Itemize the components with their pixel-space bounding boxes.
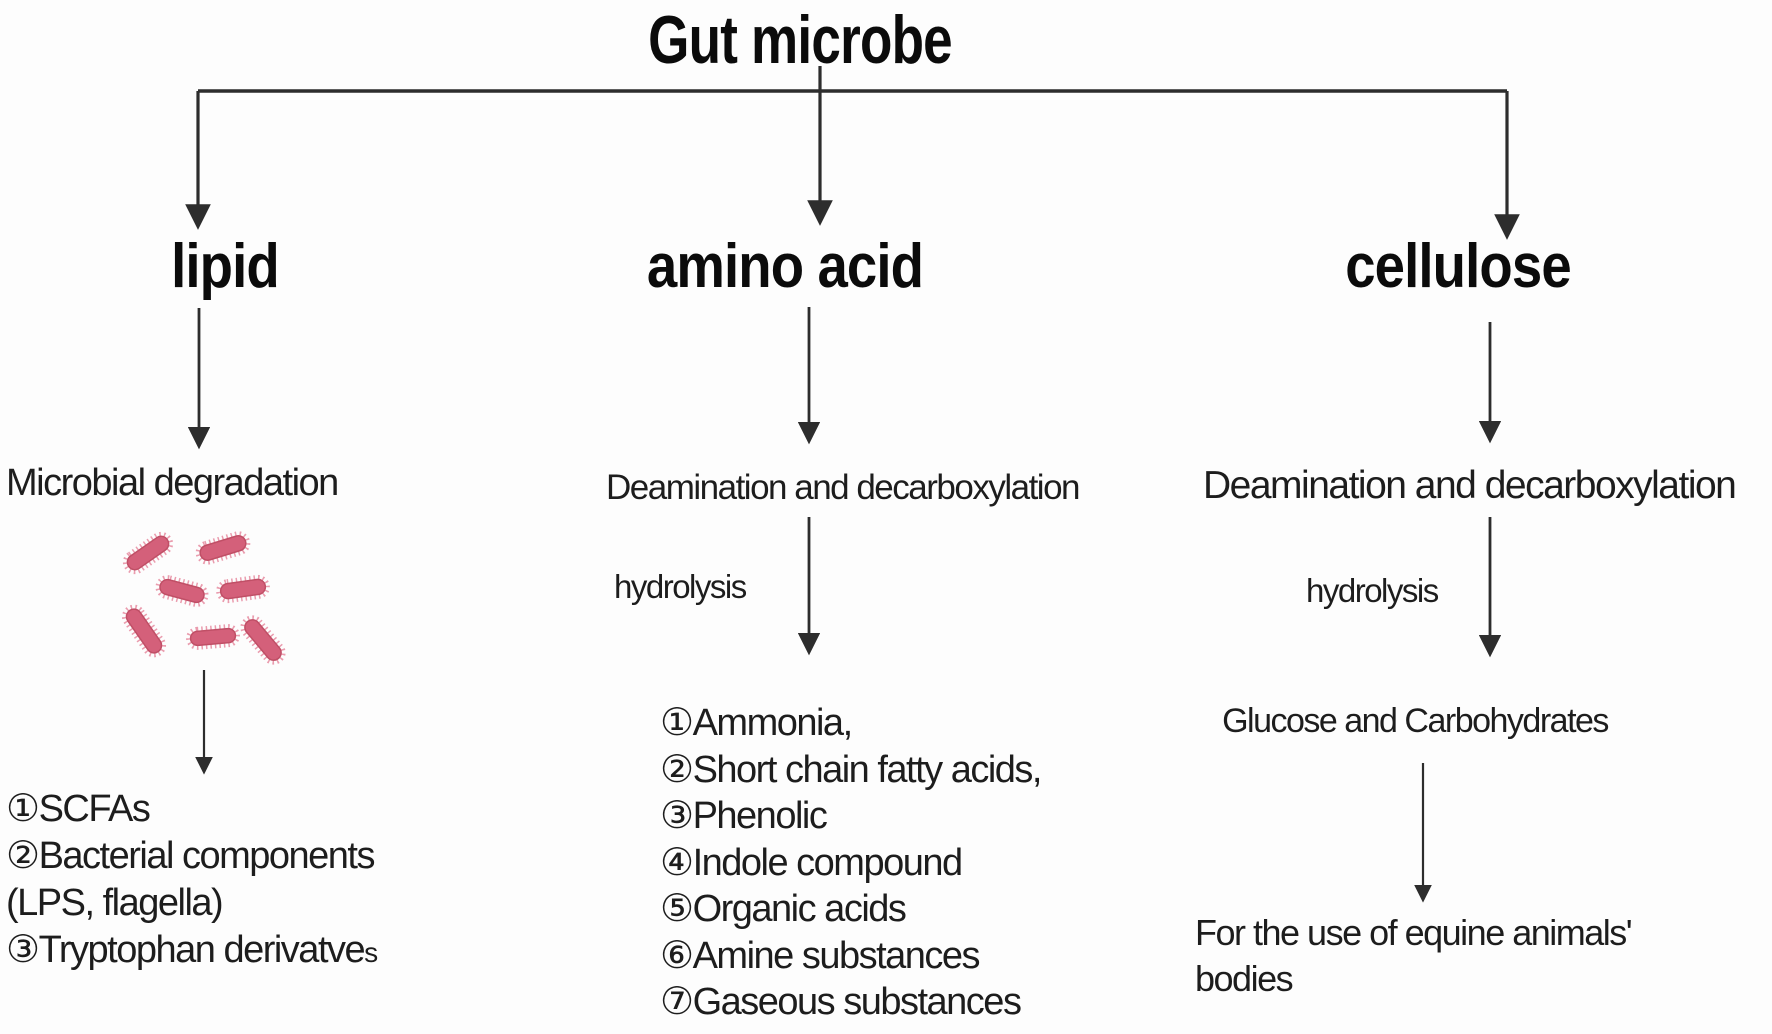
branch-label-cellulose: cellulose [1345,232,1571,301]
cellulose-intermediate-label: Glucose and Carbohydrates [1222,702,1609,740]
lipid-process-label: Microbial degradation [6,462,339,504]
cellulose-process-label: Deamination and decarboxylation [1203,464,1737,507]
amino-product-2: ②Short chain fatty acids, [660,748,1042,791]
cellulose-outcome-line1: For the use of equine animals' [1195,912,1633,953]
amino-product-6: ⑥Amine substances [660,934,981,977]
amino-hydrolysis-label: hydrolysis [614,568,747,605]
bacteria-cluster-illustration [121,531,286,665]
cellulose-outcome-label: For the use of equine animals' bodies [1195,910,1633,1002]
lipid-products-list: ①SCFAs ②Bacterial components (LPS, flage… [6,786,378,976]
lipid-product-1: ①SCFAs [6,788,151,830]
amino-products-list: ①Ammonia, ②Short chain fatty acids, ③Phe… [660,700,1042,1026]
amino-product-1: ①Ammonia, [660,702,853,744]
cellulose-hydrolysis-label: hydrolysis [1306,572,1439,609]
amino-product-4: ④Indole compound [660,841,963,884]
bacterium-rod [121,531,286,665]
amino-product-7: ⑦Gaseous substances [660,981,1022,1023]
cellulose-outcome-line2: bodies [1195,958,1294,999]
amino-process-label: Deamination and decarboxylation [606,468,1081,507]
amino-product-3: ③Phenolic [660,795,828,837]
amino-product-5: ⑤Organic acids [660,888,907,930]
lipid-product-2: ②Bacterial components [6,835,375,877]
lipid-product-3: ③Tryptophan derivatves [6,929,378,971]
branch-label-amino-acid: amino acid [646,232,924,301]
small-s-suffix: s [364,937,378,968]
lipid-product-2b: (LPS, flagella) [6,882,224,924]
diagram-title: Gut microbe [648,2,953,78]
branch-label-lipid: lipid [171,232,280,301]
